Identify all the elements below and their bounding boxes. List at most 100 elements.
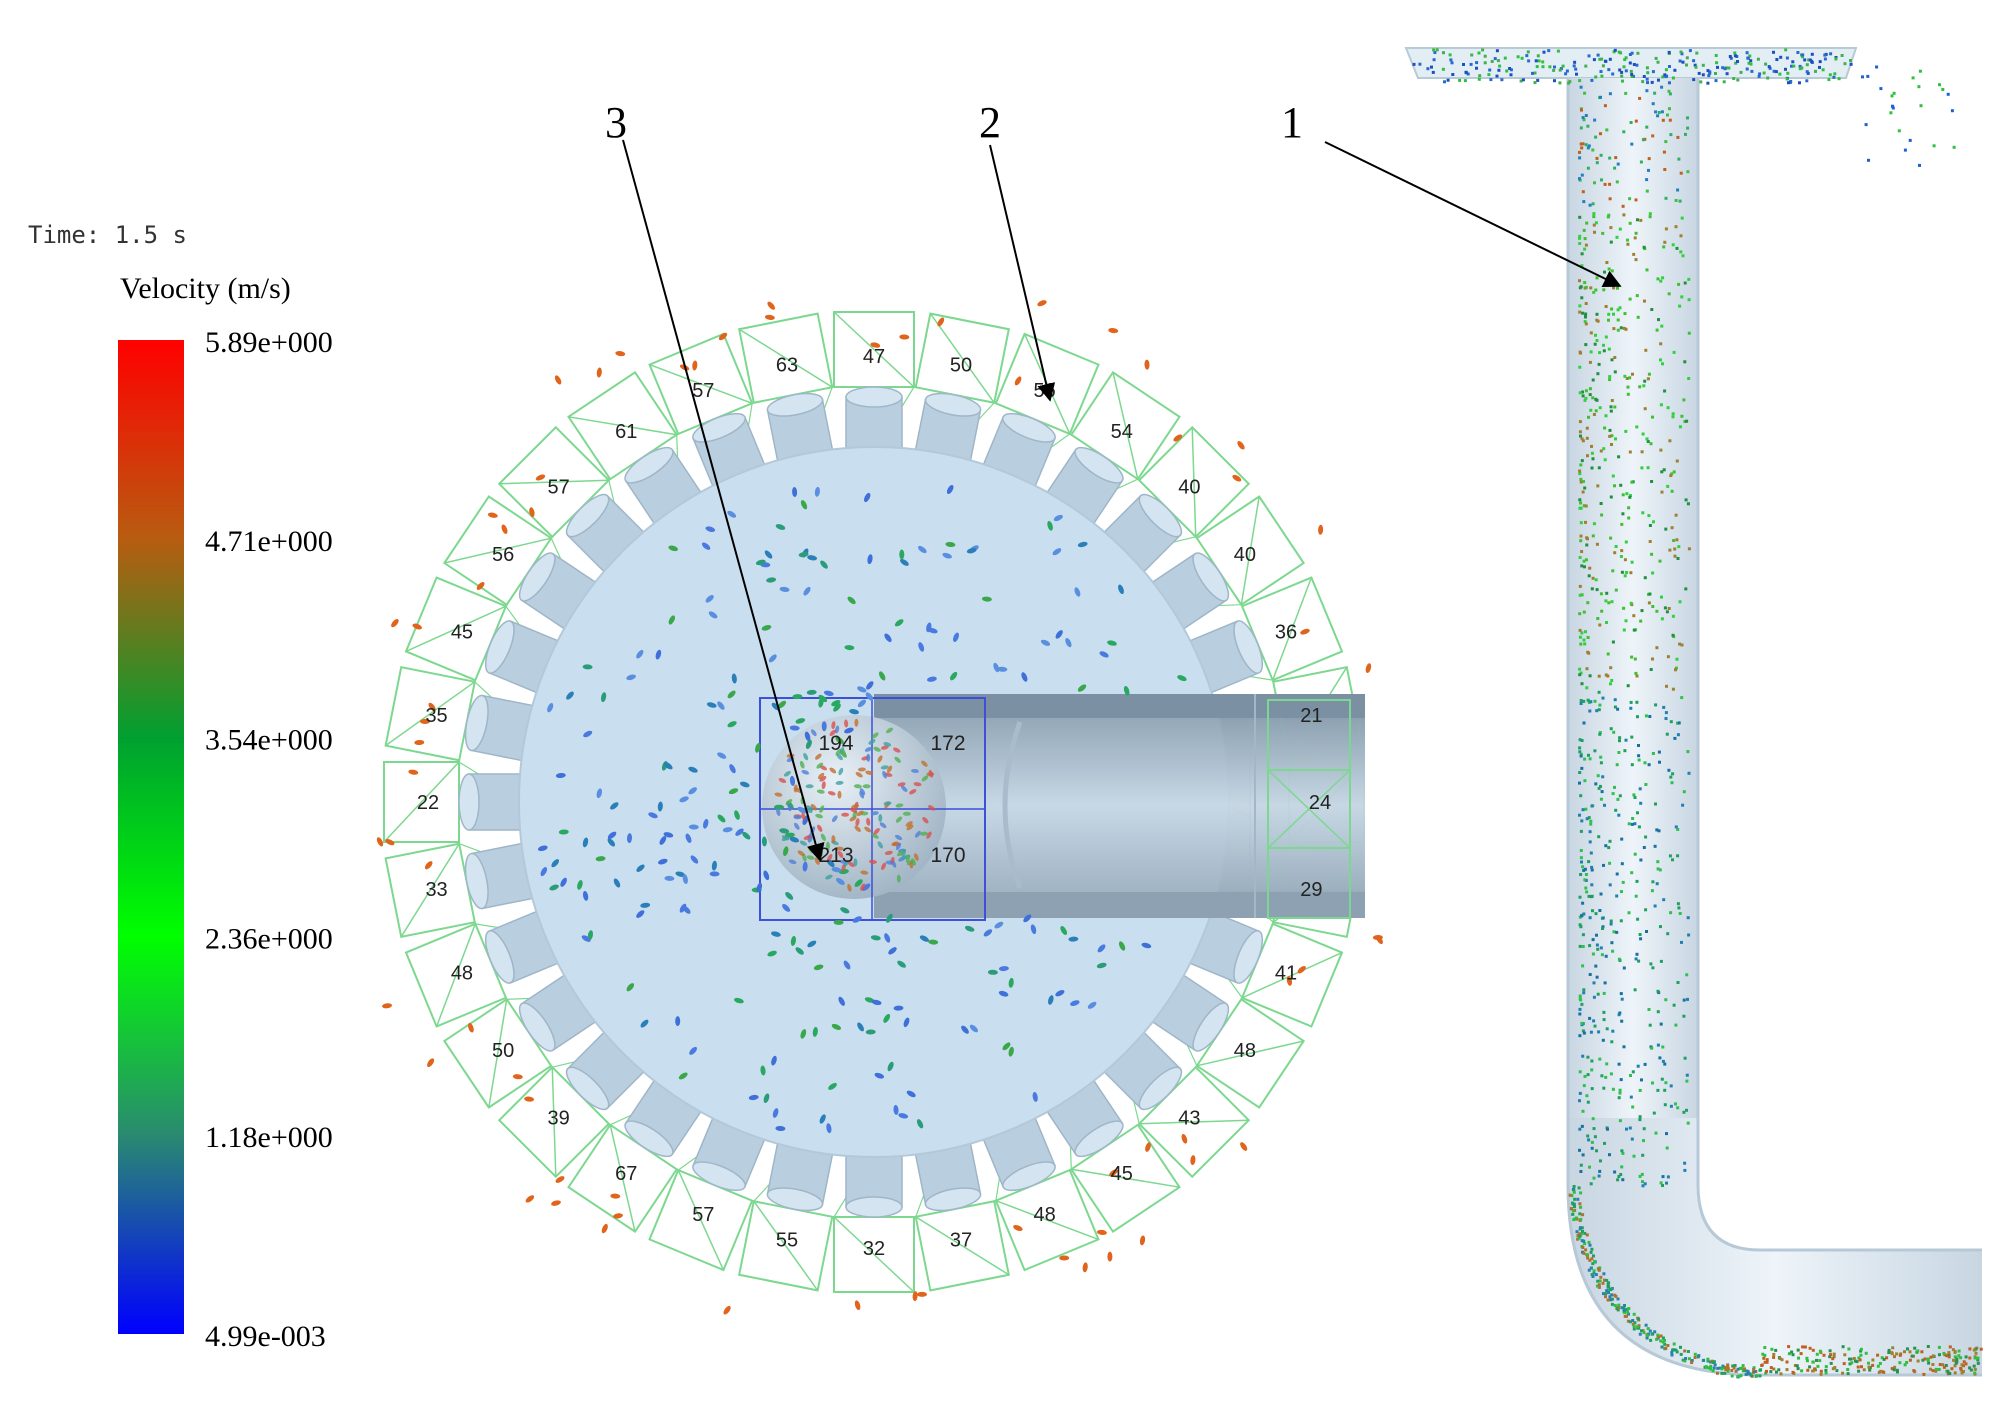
particle — [1624, 429, 1628, 433]
particle — [1973, 1367, 1977, 1371]
particle — [1679, 1345, 1682, 1349]
particle — [1671, 76, 1675, 80]
particle — [1800, 1369, 1804, 1373]
particle — [1650, 308, 1654, 311]
particle — [1609, 682, 1612, 686]
particle — [1607, 601, 1611, 605]
particle — [1701, 73, 1705, 77]
particle — [1811, 1360, 1815, 1364]
particle — [1578, 1202, 1582, 1206]
particle — [1660, 110, 1664, 114]
particle — [831, 867, 842, 873]
particle — [1641, 1153, 1645, 1157]
particle — [1607, 213, 1611, 217]
particle — [921, 760, 928, 767]
particle — [1581, 439, 1585, 443]
particle — [1815, 1358, 1818, 1362]
particle — [1286, 975, 1293, 986]
particle — [1059, 1255, 1070, 1261]
particle — [636, 910, 645, 918]
particle — [1060, 926, 1068, 935]
particle — [1871, 1363, 1875, 1367]
particle — [1661, 1175, 1665, 1179]
particle — [1055, 990, 1065, 997]
particle — [1687, 771, 1691, 775]
particle — [1617, 455, 1621, 459]
particle — [1749, 62, 1753, 66]
particle — [829, 729, 837, 736]
particle — [1591, 576, 1595, 580]
particle — [1592, 215, 1596, 219]
particle — [1580, 1232, 1583, 1236]
particle — [803, 835, 812, 840]
particle — [1002, 1042, 1011, 1051]
particle — [1593, 342, 1597, 346]
particle — [1608, 197, 1612, 201]
zone-box-diagonal — [1196, 1040, 1304, 1067]
particle — [1661, 1059, 1665, 1063]
particle — [1657, 829, 1661, 833]
particle — [1620, 1165, 1624, 1169]
particle — [1676, 1106, 1680, 1110]
particle — [1581, 1054, 1585, 1058]
nozzle-tip — [565, 1066, 610, 1111]
particle — [1592, 212, 1596, 216]
particle — [1077, 684, 1087, 692]
particle — [779, 828, 790, 834]
particle — [1784, 48, 1788, 52]
particle — [1831, 1357, 1835, 1361]
particle — [1588, 840, 1592, 844]
particle — [1947, 1351, 1951, 1355]
particle — [1584, 630, 1587, 634]
particle — [1599, 1275, 1603, 1279]
particle — [1942, 1351, 1946, 1355]
particle — [1598, 1169, 1602, 1173]
particle — [1725, 72, 1729, 76]
particle — [1616, 162, 1620, 166]
particle — [1636, 917, 1640, 921]
particle — [1583, 1231, 1587, 1235]
particle — [1613, 356, 1617, 359]
particle — [1969, 1368, 1973, 1372]
particle — [581, 935, 591, 942]
particle — [1664, 1081, 1668, 1085]
particle — [1582, 1239, 1586, 1243]
particle — [865, 770, 874, 775]
particle — [1622, 1306, 1626, 1310]
particle — [1585, 890, 1589, 894]
particle — [1740, 1366, 1744, 1370]
particle — [764, 314, 775, 320]
particle — [1603, 59, 1607, 63]
particle — [1627, 822, 1631, 826]
particle — [1587, 753, 1590, 757]
particle — [1605, 1278, 1609, 1282]
particle — [1656, 114, 1660, 118]
particle — [688, 766, 698, 773]
particle — [734, 997, 744, 1004]
particle — [1619, 483, 1623, 487]
particle — [896, 874, 901, 883]
particle — [1647, 157, 1651, 161]
particle — [1774, 1348, 1778, 1352]
particle — [1657, 78, 1660, 82]
particle — [1837, 77, 1841, 81]
particle — [1799, 1352, 1803, 1356]
particle — [900, 558, 909, 566]
nozzle-tip — [484, 620, 515, 674]
particle — [1602, 343, 1605, 347]
particle — [1586, 454, 1589, 458]
particle — [1635, 1325, 1639, 1329]
particle — [1463, 79, 1467, 83]
particle — [1609, 1288, 1613, 1292]
particle — [1569, 1207, 1573, 1211]
particle — [1624, 91, 1628, 95]
particle — [838, 996, 845, 1006]
particle — [1601, 64, 1605, 68]
particle — [1619, 326, 1623, 330]
particle — [1586, 166, 1590, 170]
particle — [1564, 72, 1568, 76]
particle — [873, 828, 880, 835]
particle — [1591, 202, 1595, 206]
particle — [1082, 1262, 1088, 1273]
particle — [870, 811, 879, 816]
